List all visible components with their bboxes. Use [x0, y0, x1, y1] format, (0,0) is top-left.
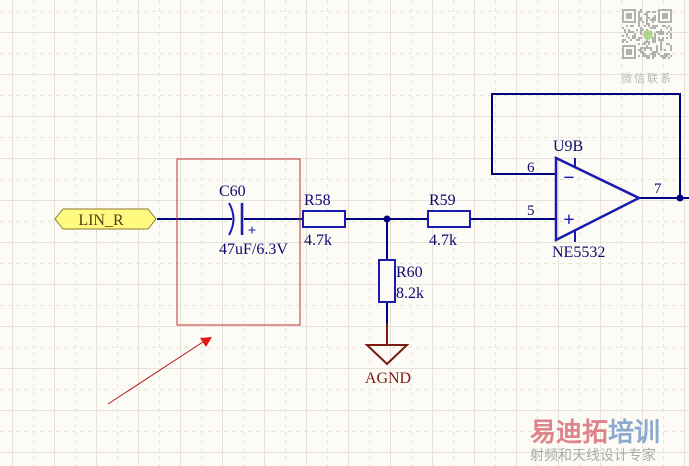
r58-designator: R58	[304, 192, 331, 209]
watermark-brand: 易迪拓 培训 射频和天线设计专家	[530, 418, 660, 464]
pin-6-label: 6	[527, 160, 535, 176]
capacitor-polarity: +	[248, 223, 257, 239]
qr-code	[622, 9, 672, 59]
port-label: LIN_R	[78, 212, 124, 229]
opamp-part: NE5532	[552, 244, 605, 261]
r59-designator: R59	[429, 192, 456, 209]
output-junction	[676, 194, 684, 202]
watermark-brand-blue: 培训	[608, 418, 660, 448]
resistor-r60[interactable]: R60 8.2k	[378, 259, 424, 303]
r60-designator: R60	[396, 264, 423, 281]
r59-value: 4.7k	[429, 232, 457, 249]
opamp-designator: U9B	[553, 138, 583, 155]
watermark-tagline: 射频和天线设计专家	[530, 447, 656, 464]
watermark-brand-red: 易迪拓	[530, 418, 608, 448]
pin-5-label: 5	[527, 203, 535, 219]
feedback-wire[interactable]	[491, 93, 681, 198]
capacitor-value: 47uF/6.3V	[219, 241, 288, 258]
highlight-box	[176, 158, 301, 326]
annotation-arrow	[107, 337, 212, 405]
resistor-r58[interactable]: R58 4.7k	[302, 192, 346, 249]
ground-agnd[interactable]: AGND	[364, 344, 411, 387]
pin-7-label: 7	[654, 181, 662, 197]
port-lin-r[interactable]: LIN_R	[54, 208, 157, 230]
ground-label: AGND	[365, 370, 411, 387]
capacitor-c60[interactable]: + C60 47uF/6.3V	[219, 183, 288, 258]
r58-value: 4.7k	[304, 232, 332, 249]
opamp-minus-sign: −	[563, 167, 574, 189]
r60-value: 8.2k	[396, 285, 424, 302]
qr-caption: 微信联系	[621, 71, 673, 85]
opamp-u9b[interactable]: − + U9B NE5532 6 5 7	[527, 138, 662, 261]
opamp-plus-sign: +	[563, 209, 574, 231]
resistor-r59[interactable]: R59 4.7k	[427, 192, 471, 249]
capacitor-designator: C60	[219, 183, 246, 200]
